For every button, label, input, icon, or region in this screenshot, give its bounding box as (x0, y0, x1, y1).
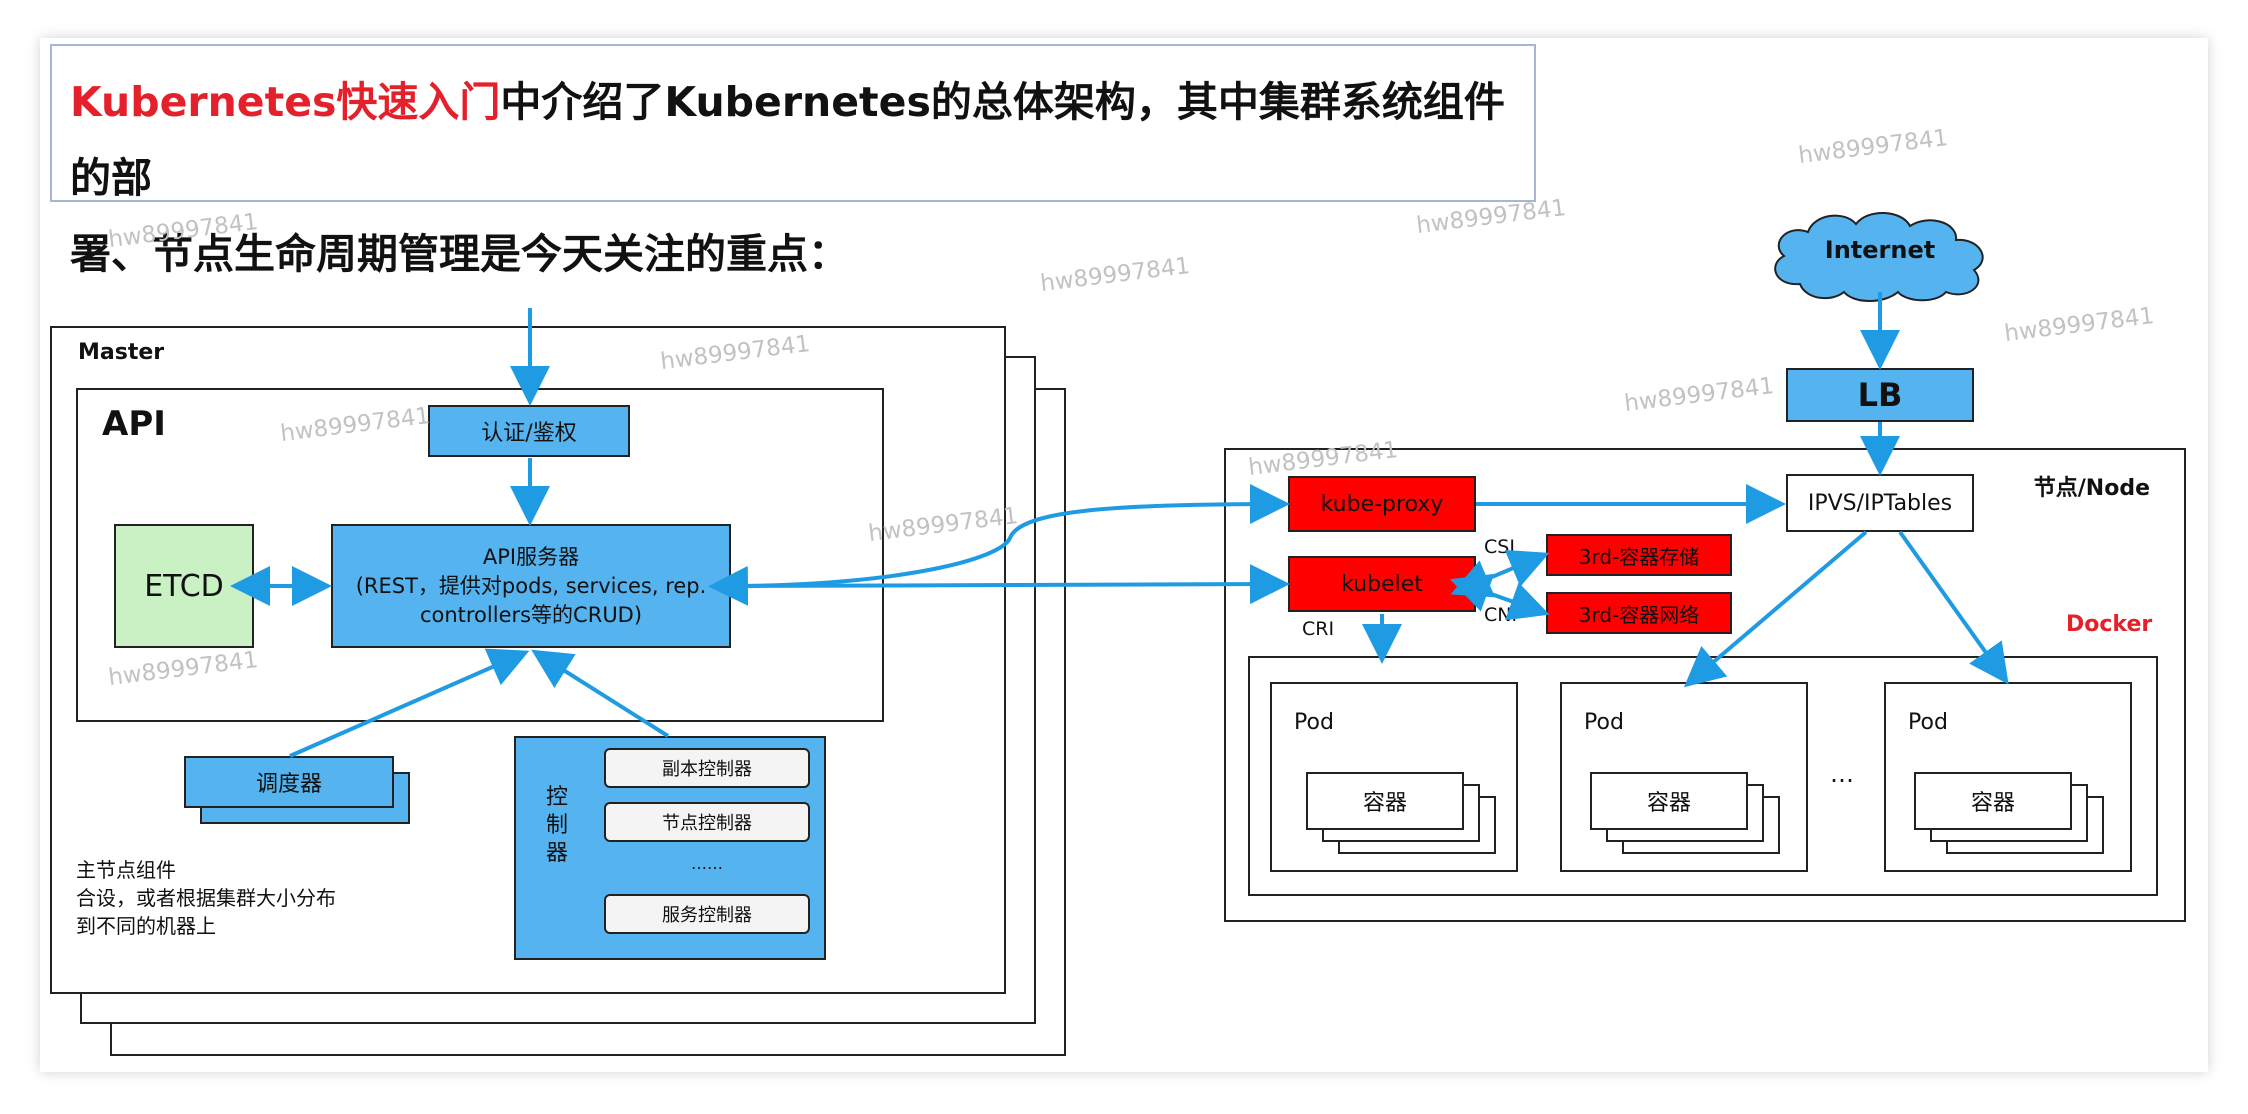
pod-3-container: 容器 (1914, 772, 2072, 830)
controller-item-node: 节点控制器 (604, 802, 810, 842)
arrow-ipvs-pod3 (1898, 530, 2009, 685)
scheduler-box: 调度器 (184, 756, 394, 808)
title-highlight: Kubernetes快速入门 (70, 78, 501, 126)
arrow-api-kubelet (739, 564, 1290, 605)
title-line-2: 署、节点生命周期管理是今天关注的重点： (70, 230, 849, 278)
master-note-line-3: 到不同的机器上 (76, 914, 216, 938)
controller-item-replica: 副本控制器 (604, 748, 810, 788)
node-label: 节点/Node (2033, 476, 2150, 501)
controller-label: 控制器 (545, 785, 568, 866)
controller-box: 控制器 副本控制器 节点控制器 …… 服务控制器 (514, 736, 826, 960)
api-server-line-3: controllers等的CRUD) (419, 602, 643, 627)
controller-item-ellipsis: …… (691, 853, 723, 873)
master-note-line-2: 合设，或者根据集群大小分布 (76, 886, 336, 910)
pod-1-container: 容器 (1306, 772, 1464, 830)
title-line1-rest: 中介绍了Kubernetes的总体架构，其中集群系统组件的部 (70, 78, 1505, 202)
api-server-box: API服务器 (REST，提供对pods, services, rep. con… (331, 524, 731, 648)
controller-item-service: 服务控制器 (604, 894, 810, 934)
title-line-1: Kubernetes快速入门中介绍了Kubernetes的总体架构，其中集群系统… (70, 64, 1534, 216)
internet-label: Internet (1824, 236, 1936, 264)
arrow-ipvs-pod2 (1683, 530, 1868, 688)
pod-2-container: 容器 (1590, 772, 1748, 830)
pods-ellipsis: … (1830, 760, 1854, 788)
lb-box: LB (1786, 368, 1974, 422)
master-note: 主节点组件 合设，或者根据集群大小分布 到不同的机器上 (76, 856, 336, 940)
api-server-line-1: API服务器 (482, 544, 580, 569)
api-server-line-2: (REST，提供对pods, services, rep. (355, 573, 707, 598)
kube-proxy-box: kube-proxy (1288, 476, 1476, 532)
pod-label-3: Pod (1908, 710, 1948, 735)
network-box: 3rd-容器网络 (1546, 592, 1732, 634)
cri-label: CRI (1302, 618, 1335, 640)
master-label: Master (78, 340, 165, 365)
internet-cloud-icon (1774, 211, 1984, 302)
title-box: Kubernetes快速入门中介绍了Kubernetes的总体架构，其中集群系统… (50, 44, 1536, 278)
arrow-scheduler-to-api (289, 648, 530, 758)
docker-label: Docker (2066, 612, 2153, 637)
pod-label-1: Pod (1294, 710, 1334, 735)
pod-label-2: Pod (1584, 710, 1624, 735)
auth-box: 认证/鉴权 (428, 405, 630, 457)
arrow-controller-to-api (531, 649, 670, 738)
ipvs-box: IPVS/IPTables (1786, 474, 1974, 532)
arrow-kubelet-storage (1450, 549, 1550, 598)
arrow-api-kube-proxy (708, 484, 1290, 606)
api-label: API (102, 404, 166, 444)
arrow-kubelet-network (1449, 573, 1550, 621)
master-note-line-1: 主节点组件 (76, 858, 176, 882)
